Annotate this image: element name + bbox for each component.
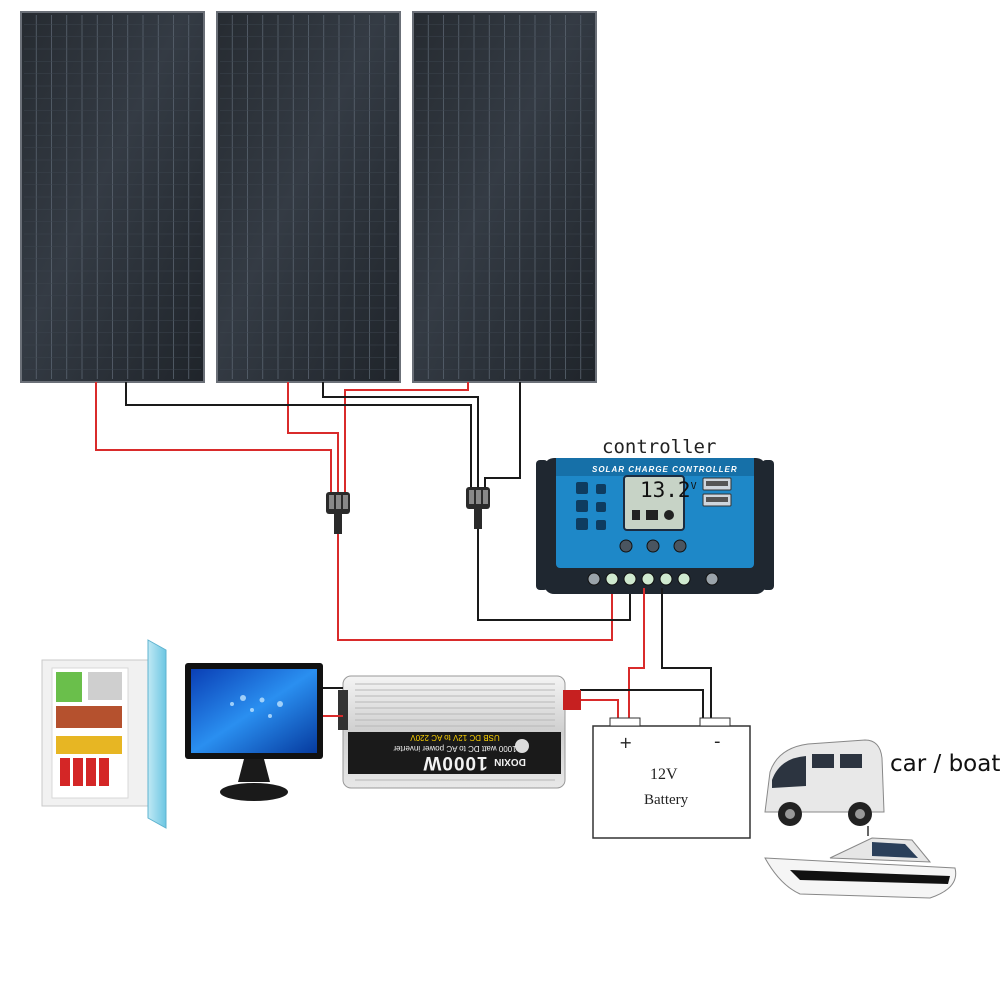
- inverter-brand: DOXIN: [480, 756, 540, 767]
- lcd-voltage-reading: 13.2V: [640, 478, 697, 502]
- solar-panel-1: [21, 12, 204, 382]
- battery-plus-sign: +: [619, 733, 632, 752]
- controller-button-3[interactable]: [674, 540, 686, 552]
- controller-brand-title: SOLAR CHARGE CONTROLLER: [592, 465, 738, 474]
- inverter-usb-line: USB DC 12V to AC 220V: [350, 733, 560, 742]
- solar-panel-3: [413, 12, 596, 382]
- battery-positive-terminal: [610, 718, 640, 726]
- fridge-icon: [42, 640, 166, 828]
- wire-positive-panel-1: [96, 382, 331, 492]
- wire-negative-panel-3: [485, 382, 520, 487]
- controller-button-2[interactable]: [647, 540, 659, 552]
- monitor-icon: [185, 663, 323, 801]
- wire-inverter-positive-to-battery: [580, 700, 618, 720]
- negative-branch-connector: [466, 487, 490, 529]
- inverter-output-side: [338, 690, 348, 730]
- wire-inverter-negative-to-battery: [580, 690, 703, 720]
- destination-label: car / boat: [890, 751, 1000, 777]
- wire-positive-panel-3: [345, 382, 468, 492]
- battery-name-label: Battery: [644, 792, 688, 809]
- panel-wiring: [96, 382, 520, 492]
- van-icon: [765, 740, 884, 826]
- battery-negative-terminal: [700, 718, 730, 726]
- solar-panel-2: [217, 12, 400, 382]
- battery-voltage-label: 12V: [650, 766, 678, 784]
- controller-button-1[interactable]: [620, 540, 632, 552]
- battery-minus-sign: -: [714, 731, 721, 752]
- boat-icon: [765, 826, 956, 898]
- wire-controller-positive-to-battery: [629, 588, 644, 720]
- controller-label: controller: [602, 436, 716, 458]
- positive-branch-connector: [326, 492, 350, 534]
- inverter-input-terminals: [563, 690, 581, 710]
- wire-negative-panel-2: [323, 382, 478, 487]
- lcd-icons: [632, 510, 674, 520]
